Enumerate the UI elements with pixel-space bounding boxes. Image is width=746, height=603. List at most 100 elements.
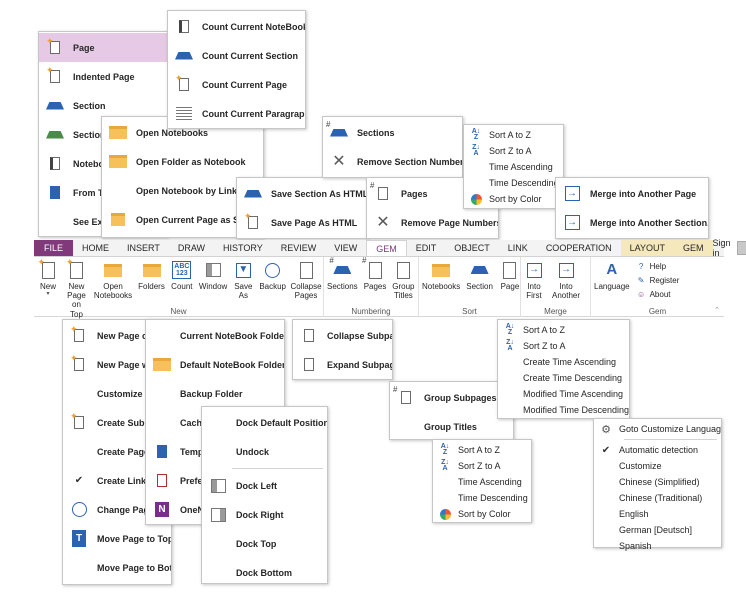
tab-gem-context[interactable]: GEM (674, 240, 713, 256)
menu-item-from-te[interactable]: From Te (39, 178, 167, 207)
menu-item-dock-top[interactable]: Dock Top (202, 529, 327, 558)
merge-into-first-button[interactable]: → Into First (521, 259, 547, 300)
menu-item-time-descending[interactable]: Time Descending (464, 175, 563, 191)
menu-item-create-subpag[interactable]: Create Subpag (63, 408, 171, 437)
menu-item-time-ascending[interactable]: Time Ascending (464, 159, 563, 175)
menu-item-create-links-w[interactable]: ✔Create Links w (63, 466, 171, 495)
tab-home[interactable]: HOME (82, 243, 110, 253)
tab-view[interactable]: VIEW (334, 243, 358, 253)
menu-item-german-deutsch[interactable]: German [Deutsch] (594, 522, 721, 538)
menu-item-spanish[interactable]: Spanish (594, 538, 721, 554)
menu-item-sections[interactable]: #Sections (323, 118, 462, 147)
avatar[interactable] (737, 241, 746, 255)
menu-item-automatic-detection[interactable]: ✔Automatic detection (594, 442, 721, 458)
sections-numbering-button[interactable]: # Sections (324, 256, 361, 291)
menu-item-new-page-wit[interactable]: New Page wit (63, 350, 171, 379)
menu-item-count-current-page[interactable]: Count Current Page (168, 70, 305, 99)
menu-item-chinese-simplified[interactable]: Chinese (Simplified) (594, 474, 721, 490)
tab-review[interactable]: REVIEW (280, 243, 317, 253)
collapse-ribbon-icon[interactable]: ⌃ (714, 307, 720, 314)
menu-item-collapse-subpages[interactable]: Collapse Subpages (293, 321, 392, 350)
tab-link[interactable]: LINK (507, 243, 528, 253)
sign-in[interactable]: Sign in (713, 238, 746, 258)
menu-item-count-current-notebook[interactable]: Count Current NoteBook (168, 12, 305, 41)
menu-item-new-page-on-t[interactable]: New Page on T (63, 321, 171, 350)
menu-item-save-section-as-html[interactable]: Save Section As HTML (237, 179, 367, 208)
tab-history[interactable]: HISTORY (223, 243, 263, 253)
menu-item-save-page-as-html[interactable]: Save Page As HTML (237, 208, 367, 237)
save-as-button[interactable]: ▼ Save As (230, 259, 256, 300)
backup-button[interactable]: Backup (256, 259, 289, 291)
menu-item-time-descending[interactable]: Time Descending (433, 490, 531, 506)
menu-item-open-folder-as-notebook[interactable]: Open Folder as Notebook (102, 147, 263, 176)
menu-item-open-current-page-as-sideno[interactable]: Open Current Page as SideNo (102, 205, 263, 234)
collapse-pages-button[interactable]: Collapse Pages (289, 259, 323, 300)
menu-item-backup-folder[interactable]: Backup Folder (146, 379, 284, 408)
tab-edit[interactable]: EDIT (415, 243, 437, 253)
menu-item-english[interactable]: English (594, 506, 721, 522)
menu-item-remove-section-numbers[interactable]: ✕Remove Section Numbers (323, 147, 462, 176)
menu-item-count-current-paragraph[interactable]: Count Current Paragraph (168, 99, 305, 128)
menu-item-see-exam[interactable]: See Exam (39, 207, 167, 236)
tab-cooperation[interactable]: COOPERATION (545, 243, 612, 253)
menu-item-modified-time-ascending[interactable]: Modified Time Ascending (498, 386, 629, 402)
tab-file[interactable]: FILE (34, 240, 74, 256)
sort-section-button[interactable]: Section (463, 259, 496, 291)
menu-item-prefere[interactable]: Prefere (146, 466, 284, 495)
menu-item-open-notebooks[interactable]: Open Notebooks (102, 118, 263, 147)
help-button[interactable]: ?Help (636, 259, 680, 273)
pages-numbering-button[interactable]: # Pages (361, 256, 390, 291)
menu-item-create-pages-b[interactable]: Create Pages b (63, 437, 171, 466)
menu-item-open-notebook-by-link[interactable]: Open Notebook by Link (102, 176, 263, 205)
register-button[interactable]: ✎Register (636, 273, 680, 287)
menu-item-dock-right[interactable]: Dock Right (202, 500, 327, 529)
tab-draw[interactable]: DRAW (177, 243, 206, 253)
menu-item-notebo[interactable]: Notebo (39, 149, 167, 178)
tab-layout[interactable]: LAYOUT (620, 240, 674, 256)
menu-item-group-titles[interactable]: Group Titles (390, 412, 513, 441)
tab-object[interactable]: OBJECT (454, 243, 490, 253)
about-button[interactable]: ☺About (636, 287, 680, 301)
menu-item-merge-into-another-section[interactable]: →Merge into Another Section... (556, 208, 708, 237)
menu-item-count-current-section[interactable]: Count Current Section (168, 41, 305, 70)
sort-notebooks-button[interactable]: Notebooks (419, 259, 463, 291)
menu-item-undock[interactable]: Undock (202, 437, 327, 466)
menu-item-sort-by-color[interactable]: Sort by Color (433, 506, 531, 522)
menu-item-sort-by-color[interactable]: Sort by Color (464, 191, 563, 207)
menu-item-group-subpages-title[interactable]: #Group Subpages title (390, 383, 513, 412)
menu-item-customize-nev[interactable]: Customize Nev (63, 379, 171, 408)
menu-item-templa[interactable]: Templa (146, 437, 284, 466)
menu-item-time-ascending[interactable]: Time Ascending (433, 474, 531, 490)
tab-insert[interactable]: INSERT (127, 243, 160, 253)
menu-item-pages[interactable]: #Pages (367, 179, 498, 208)
new-button[interactable]: New▾ (34, 257, 62, 298)
menu-item-create-time-descending[interactable]: Create Time Descending (498, 370, 629, 386)
menu-item-change-page-t[interactable]: Change Page T (63, 495, 171, 524)
menu-item-customize[interactable]: Customize (594, 458, 721, 474)
menu-item-goto-customize-language[interactable]: ⚙Goto Customize Language (594, 421, 721, 437)
group-titles-button[interactable]: Group Titles (389, 259, 417, 300)
window-button[interactable]: Window (196, 259, 230, 291)
menu-item-dock-default-position[interactable]: Dock Default Position (202, 408, 327, 437)
menu-item-create-time-ascending[interactable]: Create Time Ascending (498, 354, 629, 370)
menu-item-remove-page-numbers[interactable]: ✕Remove Page Numbers (367, 208, 498, 237)
new-page-on-top-button[interactable]: New Page on Top (62, 257, 91, 319)
menu-item-current-notebook-folder[interactable]: Current NoteBook Folder (146, 321, 284, 350)
menu-item-cache-f[interactable]: Cache F (146, 408, 284, 437)
tab-gem[interactable]: GEM (366, 240, 407, 256)
merge-into-another-button[interactable]: → Into Another (547, 259, 585, 300)
open-notebooks-button[interactable]: Open Notebooks (91, 259, 135, 300)
menu-item-move-page-to-bottom[interactable]: Move Page to Bottom (63, 553, 171, 582)
menu-item-dock-bottom[interactable]: Dock Bottom (202, 558, 327, 587)
menu-item-merge-into-another-page[interactable]: →Merge into Another Page (556, 179, 708, 208)
sort-page-button[interactable]: Page (496, 259, 524, 291)
folders-button[interactable]: Folders (135, 259, 168, 291)
